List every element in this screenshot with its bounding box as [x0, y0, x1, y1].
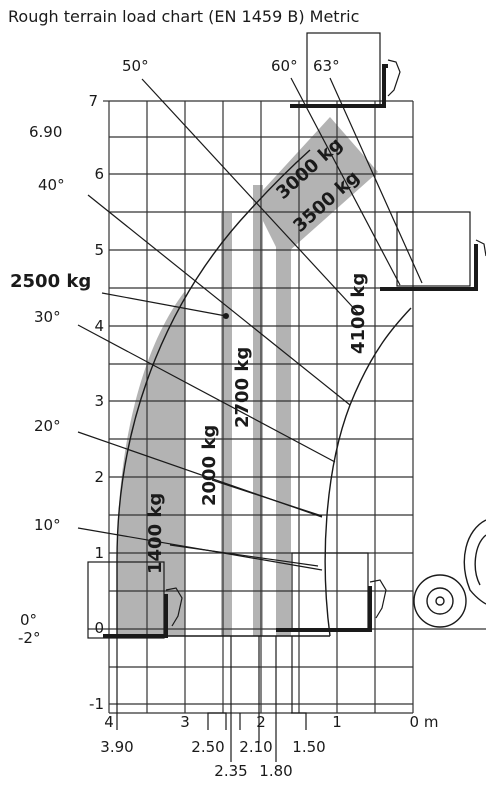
angle-60: 60°: [271, 57, 298, 75]
carriage-right: [380, 211, 486, 291]
angle-50: 50°: [122, 57, 149, 75]
angle-0: 0°: [20, 611, 37, 629]
x-tick-2: 2: [256, 713, 266, 731]
x-dimension-brackets: [116, 636, 307, 762]
x-detail-2-35: 2.35: [214, 762, 247, 780]
load-2500kg: 2500 kg: [10, 271, 91, 292]
2500kg-marker: [223, 313, 229, 319]
y-tick-4: 4: [94, 317, 104, 335]
x-tick-3: 3: [180, 713, 190, 731]
x-tick-4: 4: [104, 713, 114, 731]
carriage-top: [290, 32, 401, 108]
zone-2000kg: [221, 213, 232, 636]
y-tick-1: 1: [94, 544, 104, 562]
grid: [88, 100, 486, 714]
x-tick-1: 1: [332, 713, 342, 731]
chart-title: Rough terrain load chart (EN 1459 B) Met…: [8, 7, 360, 26]
y-tick-6: 6: [94, 165, 104, 183]
y-tick-minus-1: -1: [89, 695, 104, 713]
zone-3500kg-side: [276, 228, 291, 636]
angle-40: 40°: [38, 176, 65, 194]
y-tick-5: 5: [94, 241, 104, 259]
y-tick-2: 2: [94, 468, 104, 486]
x-detail-1-50: 1.50: [292, 738, 325, 756]
zone-2700kg: [253, 185, 263, 636]
x-detail-2-10: 2.10: [239, 738, 272, 756]
load-4100kg: 4100 kg: [348, 273, 369, 354]
angle-lines: [77, 77, 423, 571]
y-tick-3: 3: [94, 392, 104, 410]
angle-minus-2: -2°: [18, 629, 40, 647]
carriage-bottom-mid: [276, 552, 387, 632]
x-detail-3-90: 3.90: [100, 738, 133, 756]
load-1400kg: 1400 kg: [145, 493, 166, 574]
y-tick-0: 0: [94, 619, 104, 637]
y-label-6-90: 6.90: [29, 123, 62, 141]
x-tick-0m: 0 m: [410, 713, 439, 731]
y-tick-7: 7: [88, 92, 98, 110]
zone-3000-3500kg-band: [253, 117, 378, 252]
angle-63: 63°: [313, 57, 340, 75]
load-2000kg: 2000 kg: [199, 425, 220, 506]
vehicle-wheel: [413, 519, 486, 628]
angle-20: 20°: [34, 417, 61, 435]
zone-1400kg: [117, 291, 185, 636]
load-2700kg: 2700 kg: [232, 347, 253, 428]
angle-10: 10°: [34, 516, 61, 534]
x-detail-2-50: 2.50: [191, 738, 224, 756]
x-detail-1-80: 1.80: [259, 762, 292, 780]
carriage-bottom-left: [87, 561, 183, 639]
angle-30: 30°: [34, 308, 61, 326]
